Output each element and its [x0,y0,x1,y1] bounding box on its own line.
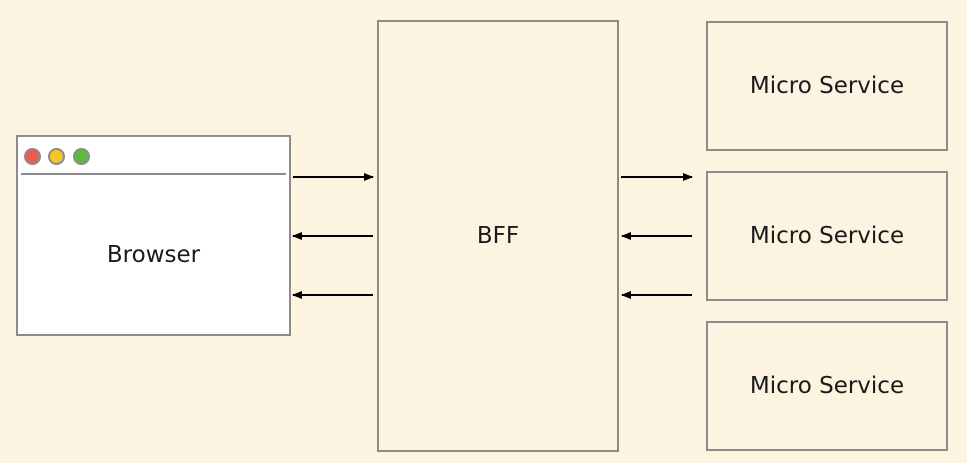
micro-service-box-2: Micro Service [706,171,948,301]
maximize-dot-icon [73,148,90,165]
browser-titlebar-divider [21,173,286,175]
bff-label: BFF [476,223,520,249]
micro-service-label-1: Micro Service [749,73,905,99]
micro-service-label-3: Micro Service [749,373,905,399]
minimize-dot-icon [48,148,65,165]
close-dot-icon [24,148,41,165]
bff-box: BFF [377,20,619,452]
browser-label: Browser [106,241,201,268]
micro-service-box-3: Micro Service [706,321,948,451]
browser-window: Browser [16,135,291,336]
micro-service-label-2: Micro Service [749,223,905,249]
micro-service-box-1: Micro Service [706,21,948,151]
browser-titlebar [18,137,289,175]
